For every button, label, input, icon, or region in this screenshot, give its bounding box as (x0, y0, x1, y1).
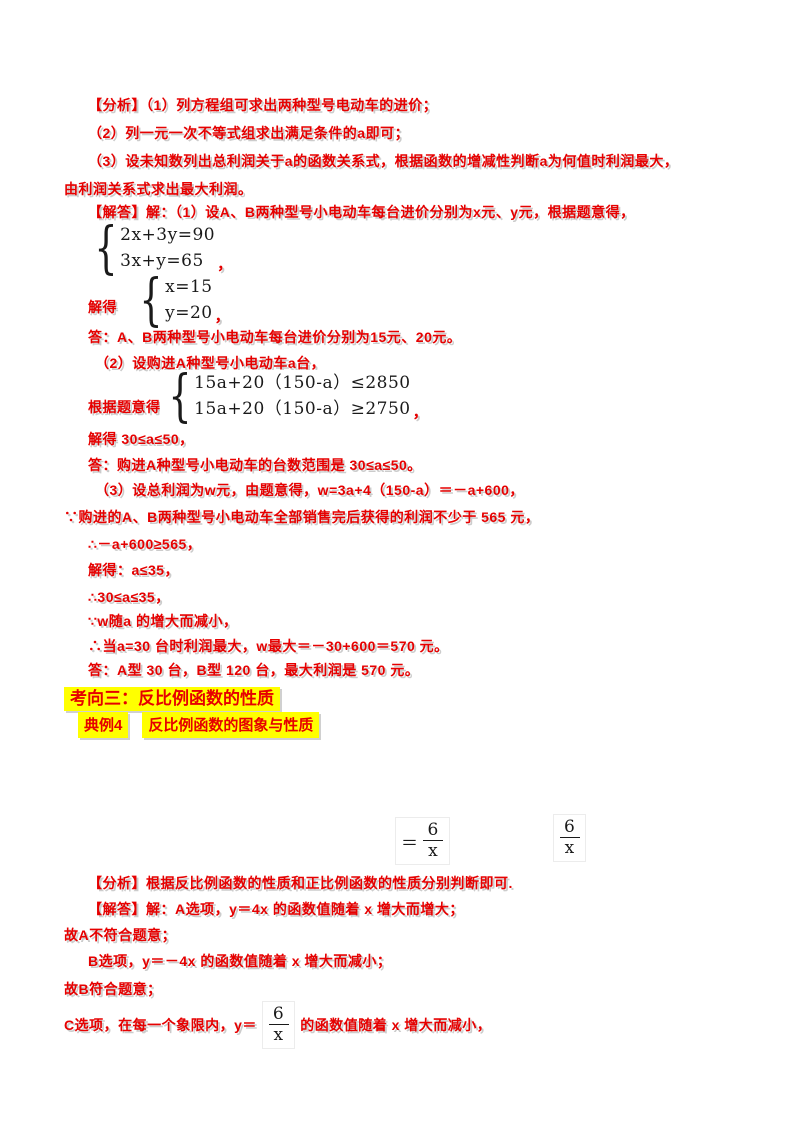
solution-intro: 【解答】解：（1）设A、B两种型号小电动车每台进价分别为x元、y元，根据题意得， (88, 204, 635, 220)
comma: ， (412, 403, 429, 421)
equation: 2x+3y=90 (120, 225, 216, 245)
solve-label: 解得 (88, 299, 117, 315)
therefore-2: ∴30≤a≤35， (88, 589, 170, 605)
fraction-6-over-x: 6 x (559, 818, 580, 858)
solve-2: 解得 30≤a≤50， (88, 431, 194, 447)
section-heading: 考向三：反比例函数的性质 (64, 684, 280, 711)
fraction-6-over-x: 6 x (423, 821, 444, 861)
analysis-line-2: （2）列一元一次不等式组求出满足条件的a即可； (88, 125, 410, 141)
fraction-denominator: x (423, 839, 444, 861)
equation-system-2: { x=15 y=20 ， (131, 267, 233, 333)
solve-3: 解得：a≤35， (88, 562, 180, 578)
answer-1: 答：A、B两种型号小电动车每台进价分别为15元、20元。 (88, 329, 462, 345)
part3-intro: （3）设总利润为w元，由题意得，w=3a+4（150-a）＝－a+600， (95, 482, 524, 498)
fraction-numerator: 6 (427, 820, 439, 840)
solution2-step-a: 【解答】解：A选项，y＝4x 的函数值随着 x 增大而增大； (88, 901, 464, 917)
therefore-3: ∴当a=30 台时利润最大，w最大＝－30+600＝570 元。 (88, 638, 449, 654)
since-2: ∵w随a 的增大而减小， (88, 613, 238, 629)
answer-2: 答：购进A种型号小电动车的台数范围是 30≤a≤50。 (88, 457, 422, 473)
analysis-line-4: 由利润关系式求出最大利润。 (64, 181, 253, 197)
solution2-step-b: B选项，y＝－4x 的函数值随着 x 增大而减小； (88, 953, 392, 969)
comma: ， (217, 255, 233, 273)
inequality: 15a+20（150-a）≥2750 (194, 398, 411, 419)
left-brace: { (168, 363, 192, 429)
section-heading-text: 考向三：反比例函数的性质 (64, 687, 280, 711)
inline-fraction-6-over-x: 6 x (262, 1002, 295, 1049)
inequality-system: { 15a+20（150-a）≤2850 15a+20（150-a）≥2750 … (160, 363, 431, 429)
therefore-1: ∴－a+600≥565， (88, 536, 202, 552)
fraction-numerator: 6 (272, 1004, 285, 1024)
answer-3: 答：A型 30 台，B型 120 台，最大利润是 570 元。 (88, 662, 420, 678)
example-row: 典例4 反比例函数的图象与性质 (78, 712, 320, 738)
part2-intro: （2）设购进A种型号小电动车a台， (95, 355, 326, 371)
analysis-line-3: （3）设未知数列出总利润关于a的函数关系式，根据函数的增减性判断a为何值时利润最… (88, 153, 679, 169)
comma: ， (214, 307, 231, 325)
since-1: ∵购进的A、B两种型号小电动车全部销售完后获得的利润不少于 565 元， (64, 509, 540, 525)
example-label: 典例4 (78, 712, 129, 738)
formula-fragment-1: ＝ 6 x (396, 818, 449, 865)
analysis-2: 【分析】根据反比例函数的性质和正比例函数的性质分别判断即可. (88, 875, 513, 891)
example-title: 反比例函数的图象与性质 (142, 712, 320, 738)
fraction-denominator: x (268, 1023, 289, 1045)
solution2-step-c: C选项，在每一个象限内，y＝ 6 x 的函数值随着 x 增大而减小， (64, 1002, 492, 1049)
equation: y=20 (165, 302, 213, 323)
by-meaning-label: 根据题意得 (88, 399, 161, 415)
left-brace: { (139, 267, 163, 333)
inequality: 15a+20（150-a）≤2850 (194, 373, 411, 393)
formula-fragment-2: 6 x (554, 815, 586, 862)
step-c-prefix: C选项，在每一个象限内，y＝ (64, 1017, 257, 1034)
equation: 3x+y=65 (120, 250, 204, 271)
equation-system-1: { 2x+3y=90 3x+y=65 ， (86, 215, 235, 281)
equals-sign: ＝ (401, 833, 419, 854)
step-c-suffix: 的函数值随着 x 增大而减小， (300, 1017, 492, 1034)
solution2-step-b-conclusion: 故B符合题意； (64, 981, 162, 997)
analysis-line-1: 【分析】（1）列方程组可求出两种型号电动车的进价； (88, 97, 438, 113)
solution2-step-a-conclusion: 故A不符合题意； (64, 927, 177, 943)
fraction-denominator: x (559, 836, 580, 858)
fraction-numerator: 6 (564, 817, 576, 837)
equation: x=15 (165, 277, 213, 297)
left-brace: { (94, 215, 118, 281)
